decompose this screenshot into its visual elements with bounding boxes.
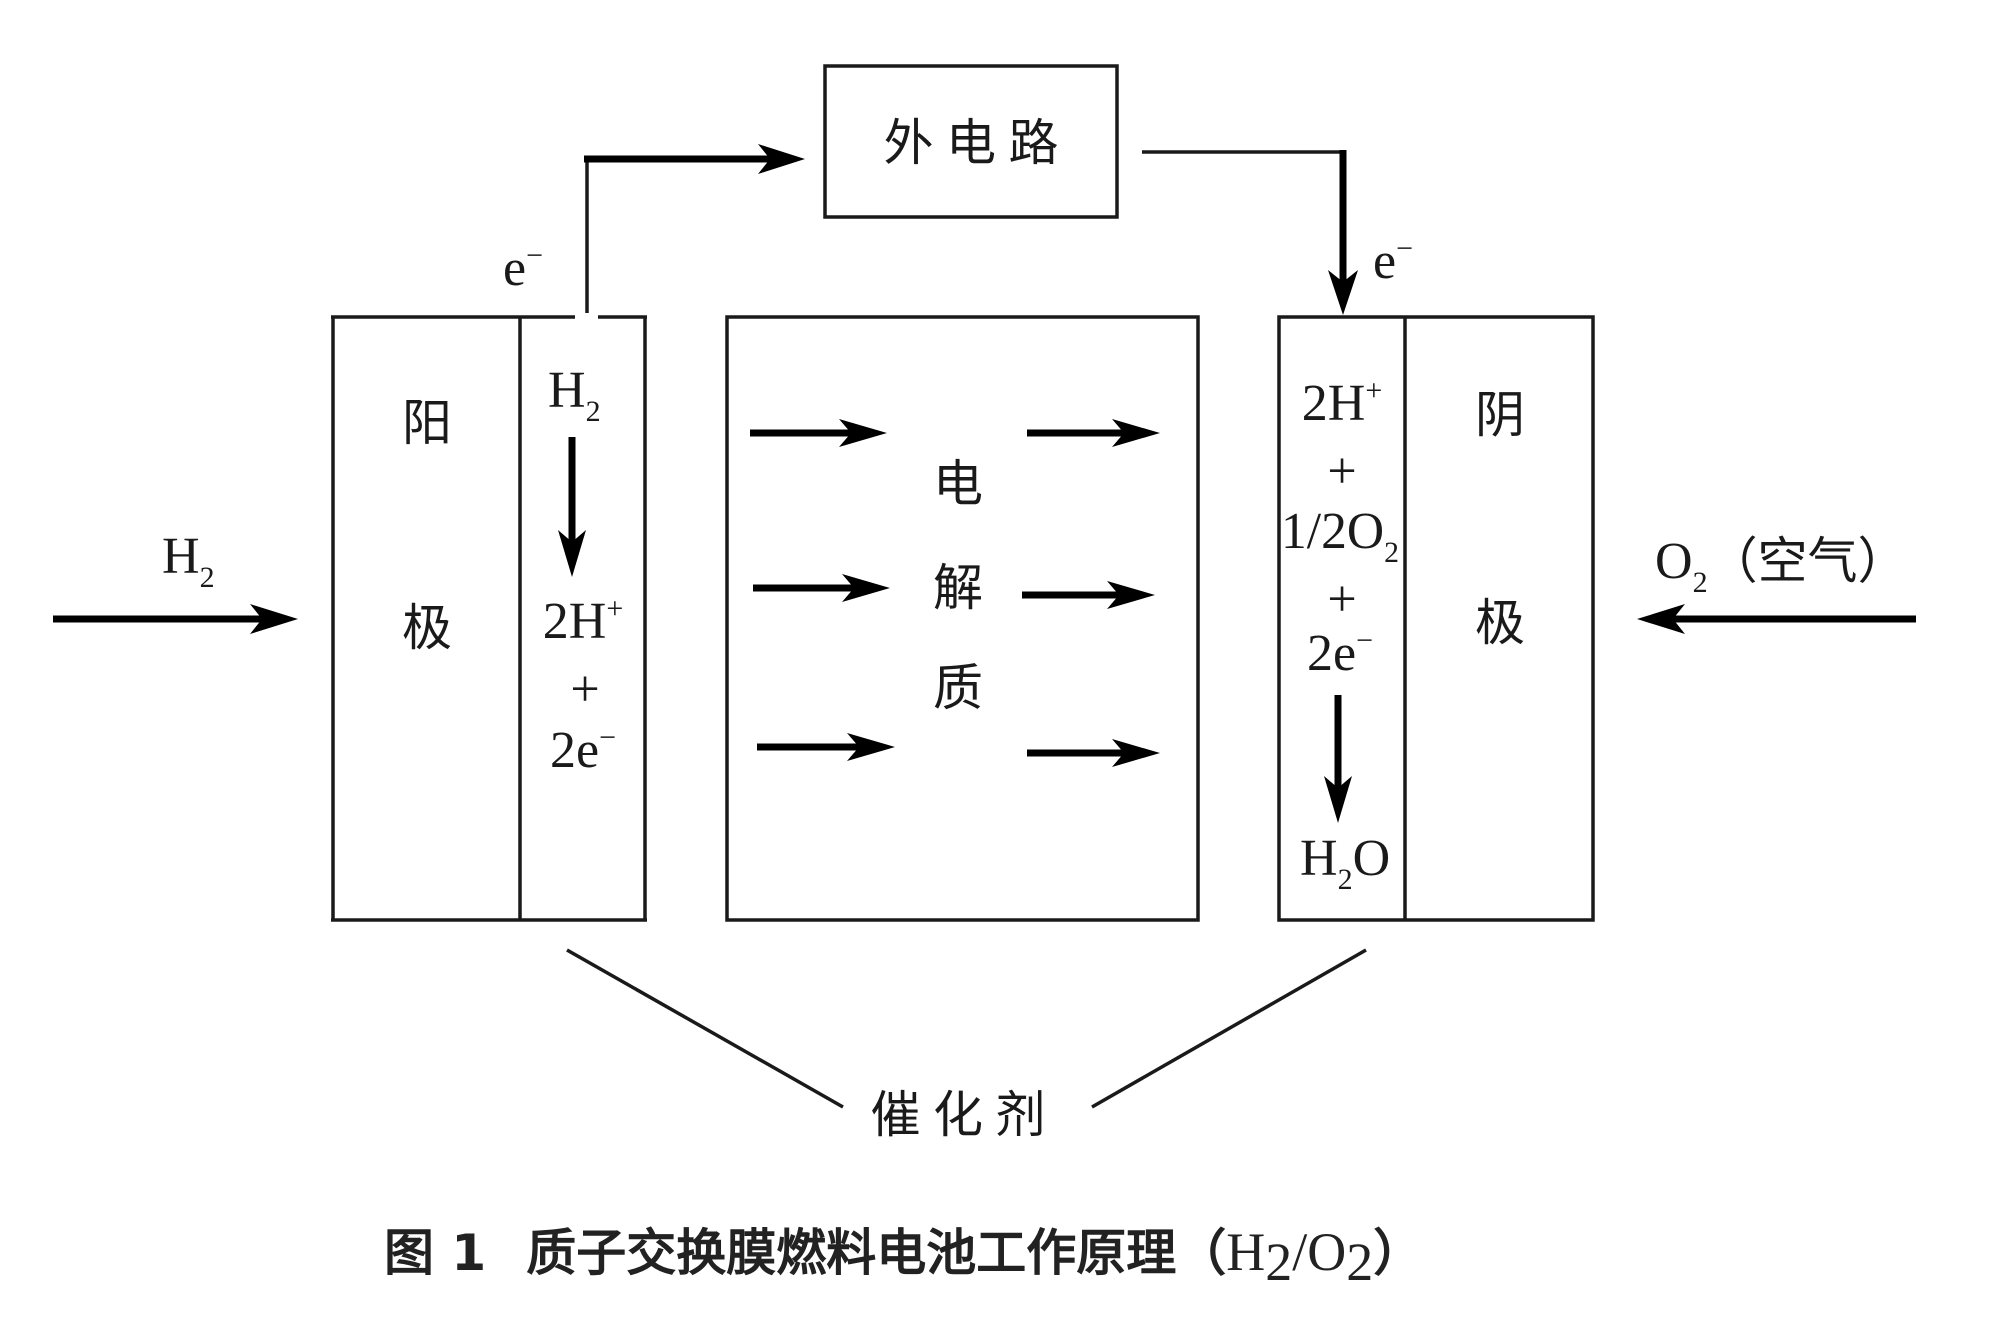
formula-subscript: 2 [1384,536,1399,569]
caption-open-paren: （ [1176,1224,1226,1282]
caption-formula-h-sub: 2 [1265,1232,1292,1292]
formula-base: 2H [1302,375,1366,432]
anode-label-top: 阳 [402,395,452,451]
formula-subscript: 2 [1693,566,1708,599]
caption-title: 质子交换膜燃料电池工作原理 [526,1224,1176,1282]
electron-charge: − [526,239,543,272]
cathode-box [1277,315,1595,922]
electrolyte-char-1: 电 [933,456,983,512]
electron-charge: − [1396,232,1413,265]
formula-base: H [548,362,586,419]
fuel-input: H2 [53,528,298,634]
proton-arrow-icon [839,419,887,447]
arrow-to-cathode-icon [1328,270,1358,315]
catalyst-callout: 催 化 剂 [566,948,1367,1143]
catalyst-pointer-right [1091,948,1367,1109]
cathode-reaction-arrow-icon [1324,776,1352,823]
fuel-input-arrow-icon [250,604,298,634]
cathode-label-top: 阴 [1475,387,1525,443]
caption-formula-slash: / [1292,1222,1307,1282]
anode-product-electrons: 2e− [550,721,616,779]
oxidant-input-arrow-icon [1637,604,1685,634]
catalyst-pointer-left [566,948,844,1109]
cathode-label-bottom: 极 [1475,595,1525,651]
cathode: 2H+ + 1/2O2 + 2e− H2O 阴 极 [1277,315,1595,922]
anode-reactant-h2: H2 [548,362,601,428]
electrolyte: 电 解 质 [725,315,1200,922]
cathode-reactant-plus-2: + [1327,571,1356,628]
anode-product-protons: 2H+ [543,592,623,650]
proton-arrow-icon [1112,419,1160,447]
external-circuit-label: 外 电 路 [884,115,1059,171]
formula-base: H [162,528,200,585]
catalyst-label: 催 化 剂 [871,1087,1046,1143]
formula-post: O [1353,830,1391,887]
anode: 阳 极 H2 2H+ + 2e− [331,315,647,922]
formula-superscript: − [1356,624,1373,657]
electron-label-anode: e− [503,239,543,297]
formula-subscript: 2 [586,395,601,428]
proton-flow-arrows [750,419,1160,767]
fuel-input-label: H2 [162,528,215,594]
external-circuit-box [823,64,1119,219]
arrow-to-external-circuit-icon [758,144,805,174]
electrolyte-box [725,315,1200,922]
proton-arrow-icon [847,733,895,761]
caption-formula-o-sub: 2 [1346,1232,1373,1292]
cathode-reactant-oxygen: 1/2O2 [1281,503,1399,569]
formula-subscript: 2 [200,561,215,594]
caption-close-paren: ） [1373,1224,1423,1282]
formula-subscript: 2 [1338,863,1353,896]
anode-product-plus: + [570,661,599,718]
caption-figure-number: 图 1 [384,1224,486,1282]
formula-pre: H [1300,830,1338,887]
cathode-reactant-plus-1: + [1327,443,1356,500]
anode-label-bottom: 极 [402,600,452,656]
formula-base: 1/2O [1281,503,1384,560]
caption-formula-h: H [1226,1222,1265,1282]
cathode-reactant-electrons: 2e− [1307,624,1373,682]
anode-reaction-arrow-icon [558,530,586,577]
proton-arrow-icon [1112,739,1160,767]
formula-base: O [1655,533,1693,590]
anode-electron-path: e− [503,144,805,313]
proton-arrow-icon [1107,581,1155,609]
formula-base: 2e [550,722,599,779]
formula-superscript: + [1365,374,1382,407]
formula-superscript: + [606,592,623,625]
oxidant-input: O2（空气） [1637,533,1916,634]
electron-base: e [1373,233,1396,290]
formula-base: 2H [543,593,607,650]
external-circuit: 外 电 路 [823,64,1119,219]
electrolyte-char-2: 解 [933,560,983,616]
cathode-electron-path: e− [1142,150,1413,315]
oxidant-air-note: （空气） [1708,533,1908,589]
cathode-product-water: H2O [1300,830,1390,896]
electrolyte-char-3: 质 [933,660,983,716]
cathode-reactant-protons: 2H+ [1302,374,1382,432]
formula-superscript: − [599,721,616,754]
caption-formula-o: O [1307,1222,1346,1282]
formula-base: 2e [1307,625,1356,682]
proton-arrow-icon [842,574,890,602]
electron-label-cathode: e− [1373,232,1413,290]
electron-base: e [503,240,526,297]
oxidant-input-label: O2（空气） [1655,533,1908,599]
